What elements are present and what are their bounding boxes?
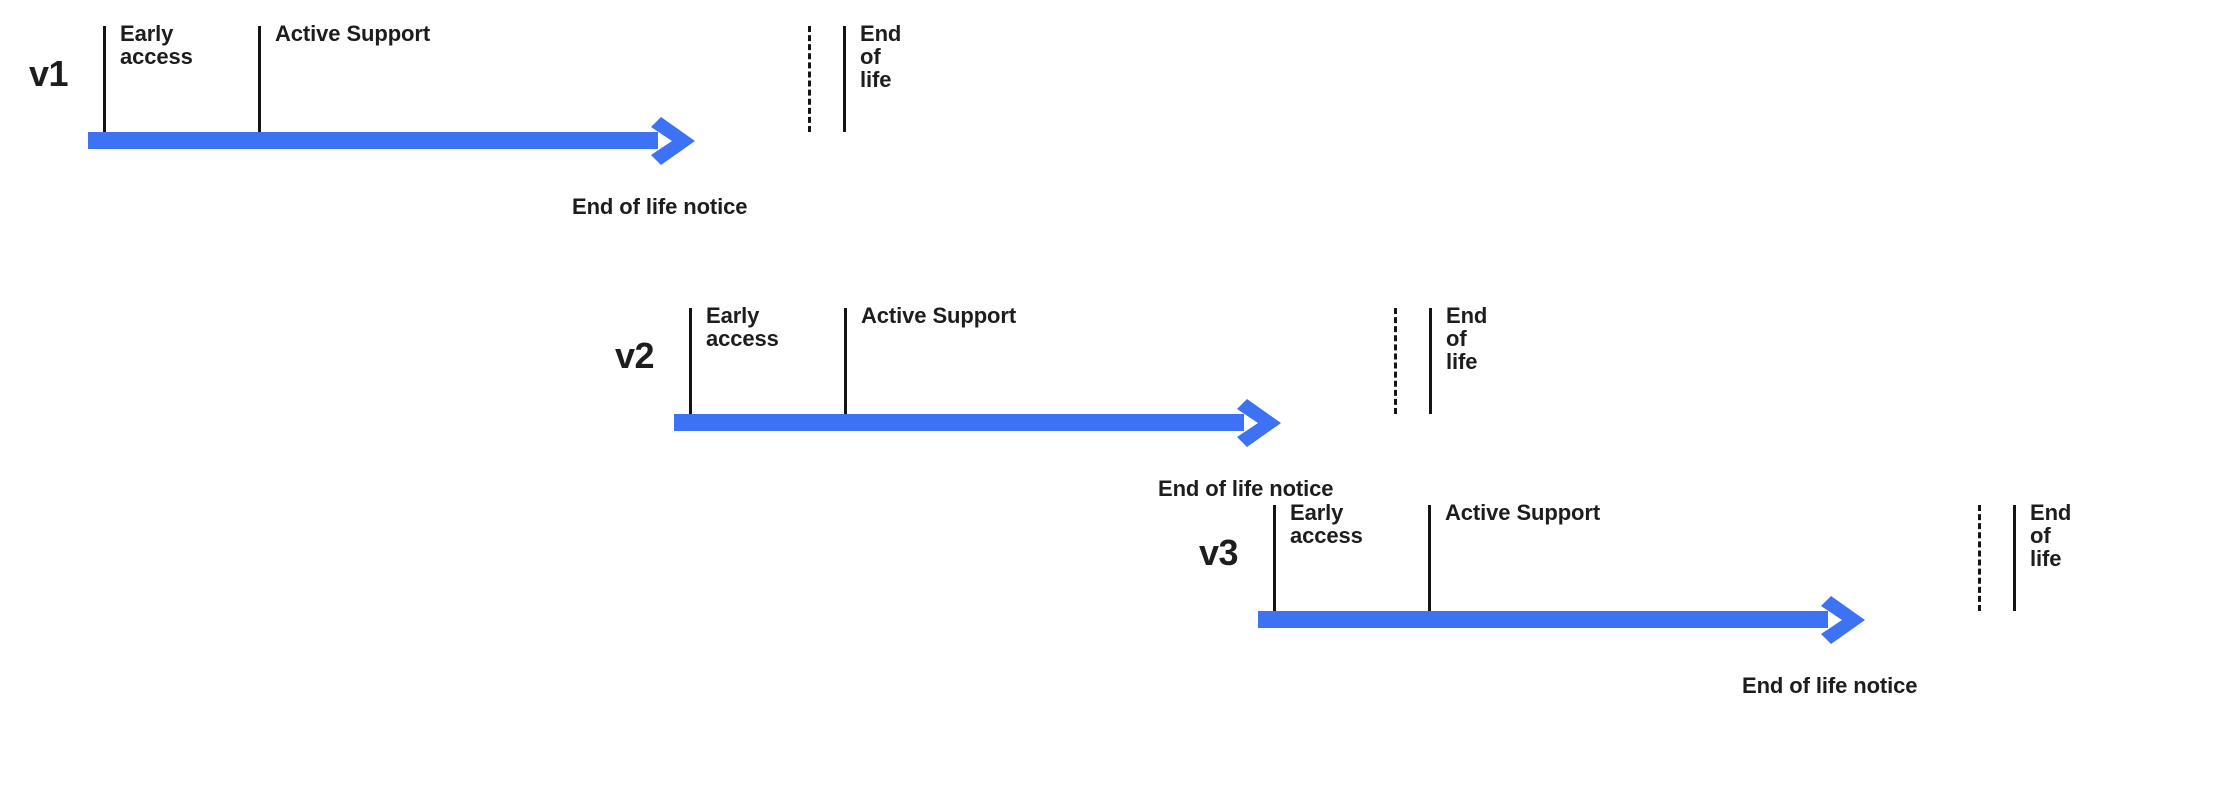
phase-label-2: Active Support xyxy=(1445,500,1601,525)
arrow-right-icon xyxy=(1231,395,1287,451)
phase-divider-active-support-start xyxy=(844,308,847,414)
phase-label-3: End of life xyxy=(1446,303,1488,375)
support-track-bar xyxy=(1258,611,1828,628)
phase-divider-early-access-start xyxy=(103,26,106,132)
phase-divider-end-of-life-notice xyxy=(1394,308,1397,414)
phase-divider-end-of-life-start xyxy=(2013,505,2016,611)
phase-label-3: End of life xyxy=(2030,500,2072,572)
phase-label-1: Early access xyxy=(120,21,193,70)
phase-label-1: Early access xyxy=(1290,500,1363,549)
phase-label-2: Active Support xyxy=(275,21,431,46)
arrow-right-icon xyxy=(1815,592,1871,648)
phase-divider-end-of-life-start xyxy=(1429,308,1432,414)
phase-divider-end-of-life-notice xyxy=(808,26,811,132)
phase-divider-active-support-start xyxy=(258,26,261,132)
phase-divider-end-of-life-start xyxy=(843,26,846,132)
phase-divider-active-support-start xyxy=(1428,505,1431,611)
version-label: v1 xyxy=(28,53,69,94)
version-label: v2 xyxy=(614,335,655,376)
end-of-life-notice-label: End of life notice xyxy=(572,194,748,219)
phase-divider-early-access-start xyxy=(689,308,692,414)
version-label: v3 xyxy=(1198,532,1239,573)
support-track-bar xyxy=(88,132,658,149)
arrow-right-icon xyxy=(645,113,701,169)
phase-divider-early-access-start xyxy=(1273,505,1276,611)
end-of-life-notice-label: End of life notice xyxy=(1158,476,1334,501)
phase-divider-end-of-life-notice xyxy=(1978,505,1981,611)
end-of-life-notice-label: End of life notice xyxy=(1742,673,1918,698)
phase-label-2: Active Support xyxy=(861,303,1017,328)
phase-label-3: End of life xyxy=(860,21,902,93)
support-track-bar xyxy=(674,414,1244,431)
phase-label-1: Early access xyxy=(706,303,779,352)
